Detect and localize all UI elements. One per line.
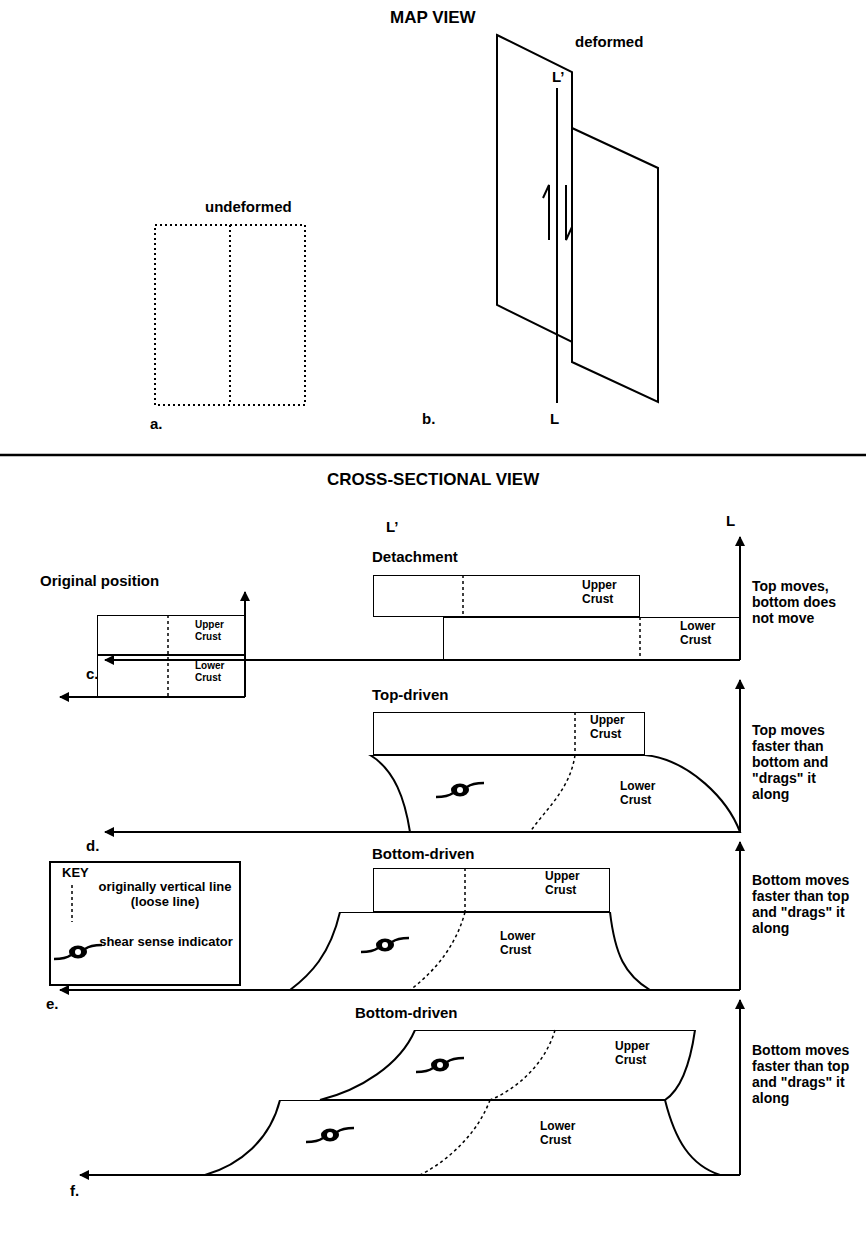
crust-label: Upper Crust bbox=[615, 1040, 665, 1068]
crust-block: Lower Crust bbox=[97, 655, 245, 697]
crust-block: Upper Crust bbox=[97, 615, 245, 655]
text-label: Original position bbox=[40, 572, 159, 589]
text-label: Top-driven bbox=[372, 686, 448, 703]
legend-text: shear sense indicator bbox=[98, 935, 234, 950]
separator bbox=[0, 454, 866, 457]
crust-label: Lower Crust bbox=[195, 660, 235, 683]
crust-outline-path bbox=[290, 912, 650, 990]
text-label: undeformed bbox=[205, 198, 292, 215]
crust-block: Upper Crust bbox=[318, 1030, 697, 1102]
crust-label: Upper Crust bbox=[545, 870, 595, 898]
text-label: L bbox=[550, 410, 559, 427]
text-label: e. bbox=[46, 995, 59, 1012]
text-label: L bbox=[726, 512, 735, 529]
crust-block: Lower Crust bbox=[203, 1100, 722, 1177]
text-label: Bottom-driven bbox=[372, 845, 475, 862]
crust-outline bbox=[203, 1100, 722, 1177]
crust-label: Lower Crust bbox=[540, 1120, 590, 1148]
crust-outline-path bbox=[320, 1030, 695, 1100]
crust-outline-path bbox=[370, 755, 740, 832]
crust-outline-path bbox=[443, 617, 740, 660]
legend-sample-indicator bbox=[54, 945, 102, 959]
crust-outline-path bbox=[373, 868, 610, 912]
crust-label: Upper Crust bbox=[590, 714, 640, 742]
crust-outline-path bbox=[205, 1100, 720, 1175]
text-label: d. bbox=[86, 837, 99, 854]
deformed-blocks bbox=[497, 35, 658, 402]
legend-text: originally vertical line (loose line) bbox=[96, 880, 234, 910]
crust-outline bbox=[368, 755, 742, 834]
text-label: MAP VIEW bbox=[390, 8, 476, 28]
loose-lines bbox=[168, 575, 640, 1175]
text-label: c. bbox=[86, 665, 99, 682]
crust-outline-path bbox=[373, 712, 645, 755]
text-label: Detachment bbox=[372, 548, 458, 565]
crust-label: Lower Crust bbox=[620, 780, 670, 808]
key-box bbox=[50, 862, 240, 985]
text-label: deformed bbox=[575, 33, 643, 50]
crust-label: Lower Crust bbox=[680, 620, 730, 648]
text-label: Top moves, bottom does not move bbox=[752, 578, 856, 626]
crust-block: Lower Crust bbox=[288, 912, 652, 992]
text-label: f. bbox=[70, 1182, 79, 1199]
slip-arrows bbox=[543, 185, 572, 240]
crust-label: Lower Crust bbox=[500, 930, 550, 958]
text-label: Bottom-driven bbox=[355, 1004, 458, 1021]
section-line bbox=[556, 88, 558, 403]
text-label: CROSS-SECTIONAL VIEW bbox=[327, 470, 539, 490]
undeformed-block bbox=[155, 225, 305, 405]
text-label: Bottom moves faster than top and "drags"… bbox=[752, 1042, 856, 1106]
crust-outline-path bbox=[97, 655, 245, 697]
text-label: b. bbox=[422, 410, 435, 427]
crust-outline-path bbox=[97, 615, 245, 655]
crust-block: Lower Crust bbox=[368, 755, 742, 834]
crust-outline bbox=[288, 912, 652, 992]
crust-block: Upper Crust bbox=[373, 712, 645, 755]
text-label: L’ bbox=[386, 518, 399, 535]
crust-label: Upper Crust bbox=[195, 619, 235, 642]
crust-outline-path bbox=[373, 575, 640, 617]
shear-indicators bbox=[306, 783, 484, 1142]
text-label: Top moves faster than bottom and "drags"… bbox=[752, 722, 856, 802]
text-label: a. bbox=[150, 415, 163, 432]
crust-block: Upper Crust bbox=[373, 575, 640, 617]
text-label: Bottom moves faster than top and "drags"… bbox=[752, 872, 856, 936]
text-label: KEY bbox=[62, 866, 89, 881]
text-label: L’ bbox=[552, 68, 565, 85]
legend-sample-line bbox=[71, 885, 73, 922]
axes bbox=[60, 537, 740, 1175]
crust-block: Upper Crust bbox=[373, 868, 610, 912]
crust-label: Upper Crust bbox=[582, 579, 632, 607]
crust-block: Lower Crust bbox=[443, 617, 740, 660]
